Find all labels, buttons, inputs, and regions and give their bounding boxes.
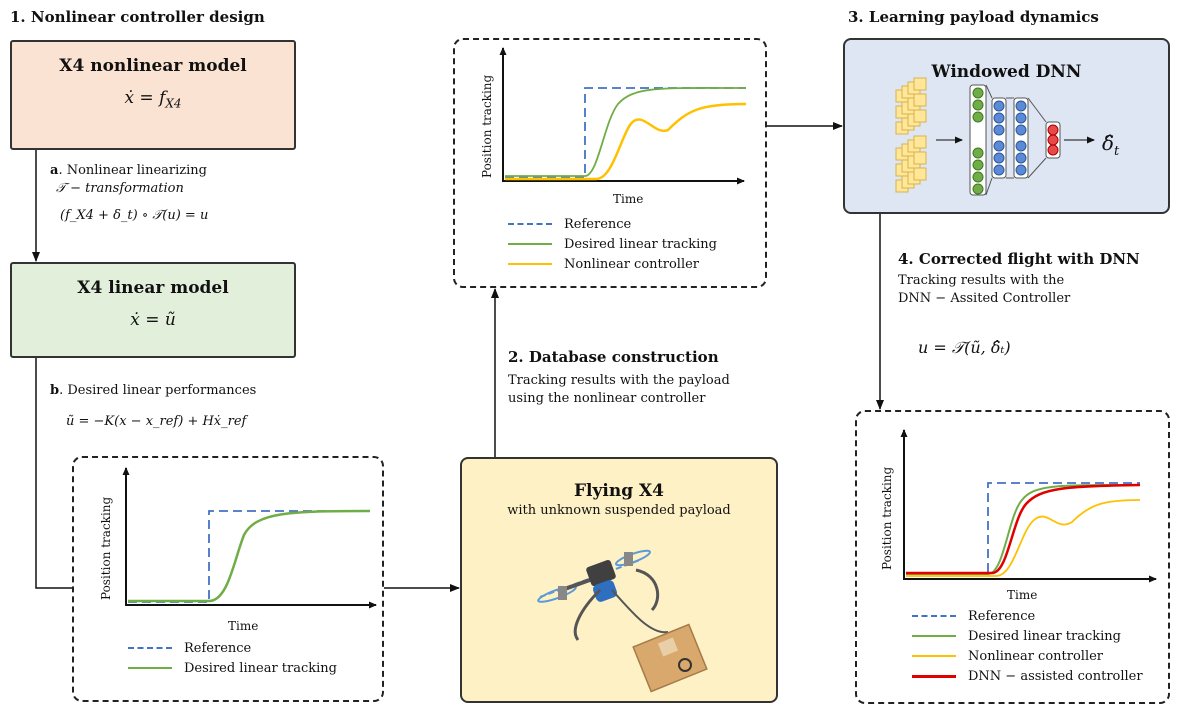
- legend-reference-swatch: [128, 647, 172, 649]
- plot3-dnn-line: [906, 483, 1141, 575]
- plot2-desired-line: [505, 87, 747, 177]
- plot1-graphics: [122, 467, 377, 609]
- plot3-graphics: [900, 429, 1157, 583]
- legend-nonlinear-swatch: [912, 655, 956, 657]
- legend-nonlinear-label: Nonlinear controller: [564, 256, 700, 272]
- legend-desired-label: Desired linear tracking: [184, 660, 337, 676]
- legend-reference-label: Reference: [564, 216, 632, 232]
- plot3-reference-line: [906, 482, 1140, 575]
- arrow-b: [35, 358, 72, 589]
- legend-desired-swatch: [508, 243, 552, 245]
- plot1-reference-line: [128, 510, 370, 603]
- drone-icon: [537, 549, 669, 641]
- linear-model-title: X4 linear model: [77, 278, 229, 298]
- legend-desired-label: Desired linear tracking: [564, 236, 717, 252]
- step-b-text: b. Desired linear performances: [50, 383, 257, 398]
- legend-reference-label: Reference: [968, 608, 1036, 624]
- plot2-graphics: [499, 47, 747, 185]
- linear-model-box: X4 linear model ẋ = ũ: [10, 262, 296, 358]
- legend-reference-label: Reference: [184, 640, 252, 656]
- legend-reference-swatch: [912, 615, 956, 617]
- section-4-title: 4. Corrected flight with DNN: [898, 250, 1140, 268]
- dnn-output-label: δ̂t: [1102, 131, 1120, 159]
- section-2-title: 2. Database construction: [508, 348, 719, 366]
- plot2-legend: Reference Desired linear tracking Nonlin…: [508, 214, 717, 274]
- plot1-legend: Reference Desired linear tracking: [128, 638, 337, 678]
- plot3-legend: Reference Desired linear tracking Nonlin…: [912, 606, 1143, 686]
- payload-box-icon: [632, 623, 708, 693]
- legend-desired-label: Desired linear tracking: [968, 628, 1121, 644]
- section-1-title: 1. Nonlinear controller design: [10, 8, 265, 26]
- linear-model-equation: ẋ = ũ: [130, 310, 176, 330]
- legend-dnn-label: DNN − assisted controller: [968, 668, 1143, 684]
- plot2-nonlinear-line: [505, 102, 747, 181]
- section-3-title: 3. Learning payload dynamics: [848, 8, 1099, 26]
- section-4-equation: u = 𝒯(ũ, δ̂ₜ): [918, 338, 1011, 357]
- legend-dnn-swatch: [912, 674, 956, 678]
- plot3-xlabel: Time: [1007, 588, 1038, 602]
- plot3-nonlinear-line: [906, 499, 1141, 577]
- legend-reference-swatch: [508, 223, 552, 225]
- plot-nonlinear-box: [453, 38, 767, 288]
- legend-desired-swatch: [128, 667, 172, 669]
- dnn-network-icon: [895, 77, 1095, 196]
- windowed-dnn-title: Windowed DNN: [931, 62, 1082, 82]
- flying-x4-title: Flying X4: [573, 481, 665, 501]
- plot1-desired-line: [128, 509, 371, 603]
- plot-dnn-box: [855, 410, 1170, 704]
- nonlinear-model-title: X4 nonlinear model: [59, 56, 247, 76]
- nonlinear-model-box: X4 nonlinear model ẋ = fX4: [10, 40, 296, 150]
- step-b-equation: ũ = −K(x − x_ref) + Hẋ_ref: [66, 414, 247, 429]
- step-a-text: a. Nonlinear linearizing 𝒯 − transformat…: [50, 163, 207, 196]
- legend-desired-swatch: [912, 635, 956, 637]
- step-a-equation: (f_X4 + δ_t) ∘ 𝒯(u) = u: [60, 208, 209, 223]
- nonlinear-model-equation: ẋ = fX4: [124, 88, 182, 111]
- flying-x4-subtitle: with unknown suspended payload: [507, 503, 731, 518]
- legend-nonlinear-label: Nonlinear controller: [968, 648, 1104, 664]
- plot3-desired-line: [906, 483, 1141, 575]
- legend-nonlinear-swatch: [508, 263, 552, 265]
- flying-x4-box: Flying X4 with unknown suspended payload: [460, 457, 778, 703]
- plot1-xlabel: Time: [228, 619, 259, 633]
- plot2-xlabel: Time: [613, 192, 644, 206]
